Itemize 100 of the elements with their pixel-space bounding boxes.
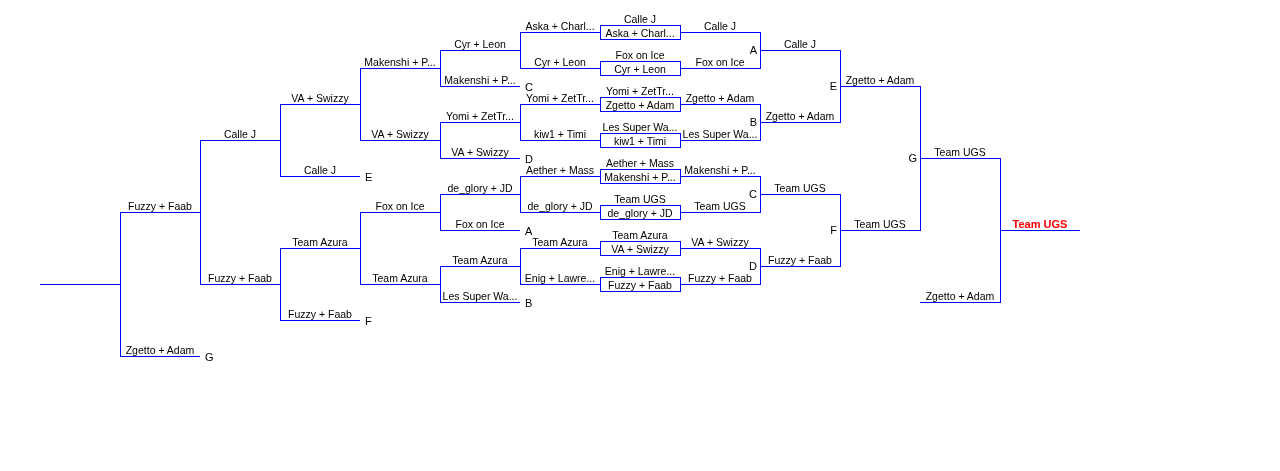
bracket-slot: Les Super Wa... xyxy=(440,290,520,303)
bracket-slot: Zgetto + Adam xyxy=(920,290,1000,303)
bracket-line xyxy=(600,32,601,40)
bracket-slot: Fuzzy + Faab xyxy=(280,308,360,321)
bracket-line xyxy=(440,122,441,141)
bracket-reference-letter: C xyxy=(749,189,757,199)
champion-slot: Team UGS xyxy=(1000,218,1080,231)
bracket-slot: Fuzzy + Faab xyxy=(120,200,200,213)
bracket-line xyxy=(600,61,601,69)
bracket-line xyxy=(840,230,841,267)
bracket-slot: VA + Swizzy xyxy=(600,243,680,256)
bracket-slot: Cyr + Leon xyxy=(440,38,520,51)
bracket-reference-letter: D xyxy=(749,261,757,271)
bracket-slot: Team Azura xyxy=(280,236,360,249)
bracket-line xyxy=(680,32,681,40)
bracket-slot: Fox on Ice xyxy=(600,49,680,62)
bracket-slot: Zgetto + Adam xyxy=(600,99,680,112)
bracket-line xyxy=(600,104,601,112)
bracket-line xyxy=(280,284,281,321)
bracket-slot: kiw1 + Timi xyxy=(600,135,680,148)
bracket-line xyxy=(520,32,521,51)
bracket-line xyxy=(600,277,601,285)
bracket-line xyxy=(760,32,761,51)
bracket-slot: de_glory + JD xyxy=(520,200,600,213)
bracket-line xyxy=(840,86,841,123)
bracket-line xyxy=(920,86,921,159)
bracket-slot: Zgetto + Adam xyxy=(760,110,840,123)
bracket-slot: Zgetto + Adam xyxy=(680,92,760,105)
bracket-line xyxy=(1000,158,1001,231)
bracket-slot: Aska + Charl... xyxy=(520,20,600,33)
bracket-line xyxy=(680,241,681,249)
bracket-slot: Makenshi + P... xyxy=(360,56,440,69)
bracket-reference-letter: B xyxy=(525,298,533,308)
bracket-slot: Team UGS xyxy=(840,218,920,231)
bracket-line xyxy=(520,248,521,267)
bracket-line xyxy=(440,140,441,159)
bracket-slot: Calle J xyxy=(680,20,760,33)
bracket-line xyxy=(680,133,681,141)
bracket-slot: Fuzzy + Faab xyxy=(680,272,760,285)
bracket-line xyxy=(600,97,601,105)
bracket-line xyxy=(600,212,601,220)
bracket-line xyxy=(600,133,601,141)
bracket-line xyxy=(200,212,201,285)
bracket-line xyxy=(760,122,761,141)
bracket-slot: Fuzzy + Faab xyxy=(600,279,680,292)
bracket-line xyxy=(440,284,441,303)
bracket-reference-letter: A xyxy=(749,45,757,55)
bracket-slot: Makenshi + P... xyxy=(600,171,680,184)
bracket-line xyxy=(760,104,761,123)
bracket-line xyxy=(520,50,521,69)
bracket-line xyxy=(760,50,761,69)
bracket-slot: Team UGS xyxy=(760,182,840,195)
bracket-line xyxy=(520,194,521,213)
bracket-slot: Enig + Lawre... xyxy=(600,265,680,278)
bracket-line xyxy=(520,176,521,195)
bracket-line xyxy=(520,266,521,285)
bracket-line xyxy=(600,169,601,177)
bracket-slot: VA + Swizzy xyxy=(440,146,520,159)
bracket-slot: Les Super Wa... xyxy=(680,128,760,141)
bracket-line xyxy=(520,104,521,123)
bracket-slot: Enig + Lawre... xyxy=(520,272,600,285)
bracket-reference-letter: D xyxy=(525,154,533,164)
bracket-slot: Les Super Wa... xyxy=(600,121,680,134)
bracket-line xyxy=(920,158,921,231)
bracket-line xyxy=(600,25,601,33)
bracket-line xyxy=(680,140,681,148)
bracket-reference-letter: E xyxy=(365,172,373,182)
bracket-line xyxy=(680,248,681,256)
bracket-slot: Team Azura xyxy=(440,254,520,267)
bracket-line xyxy=(760,176,761,195)
bracket-line xyxy=(440,266,441,285)
bracket-line xyxy=(360,212,361,249)
bracket-slot: de_glory + JD xyxy=(600,207,680,220)
bracket-line xyxy=(840,194,841,231)
bracket-slot: Aether + Mass xyxy=(520,164,600,177)
bracket-line xyxy=(680,104,681,112)
bracket-line xyxy=(760,266,761,285)
bracket-line xyxy=(440,212,441,231)
bracket-slot: Calle J xyxy=(600,13,680,26)
bracket-slot: Team Azura xyxy=(520,236,600,249)
bracket-line xyxy=(200,140,201,213)
bracket-slot: Zgetto + Adam xyxy=(840,74,920,87)
bracket-line xyxy=(120,284,121,357)
bracket-line xyxy=(680,284,681,292)
bracket-line xyxy=(520,122,521,141)
bracket-slot: Aether + Mass xyxy=(600,157,680,170)
bracket-line xyxy=(680,176,681,184)
bracket-line xyxy=(760,248,761,267)
bracket-slot: Zgetto + Adam xyxy=(120,344,200,357)
bracket-slot: Team UGS xyxy=(920,146,1000,159)
bracket-line xyxy=(680,97,681,105)
bracket-line xyxy=(120,212,121,285)
bracket-line xyxy=(600,248,601,256)
bracket-line xyxy=(1000,230,1001,303)
bracket-line xyxy=(680,212,681,220)
bracket-line xyxy=(680,277,681,285)
bracket-line xyxy=(680,61,681,69)
bracket-line xyxy=(680,205,681,213)
bracket-line xyxy=(440,68,441,87)
bracket-reference-letter: A xyxy=(525,226,533,236)
